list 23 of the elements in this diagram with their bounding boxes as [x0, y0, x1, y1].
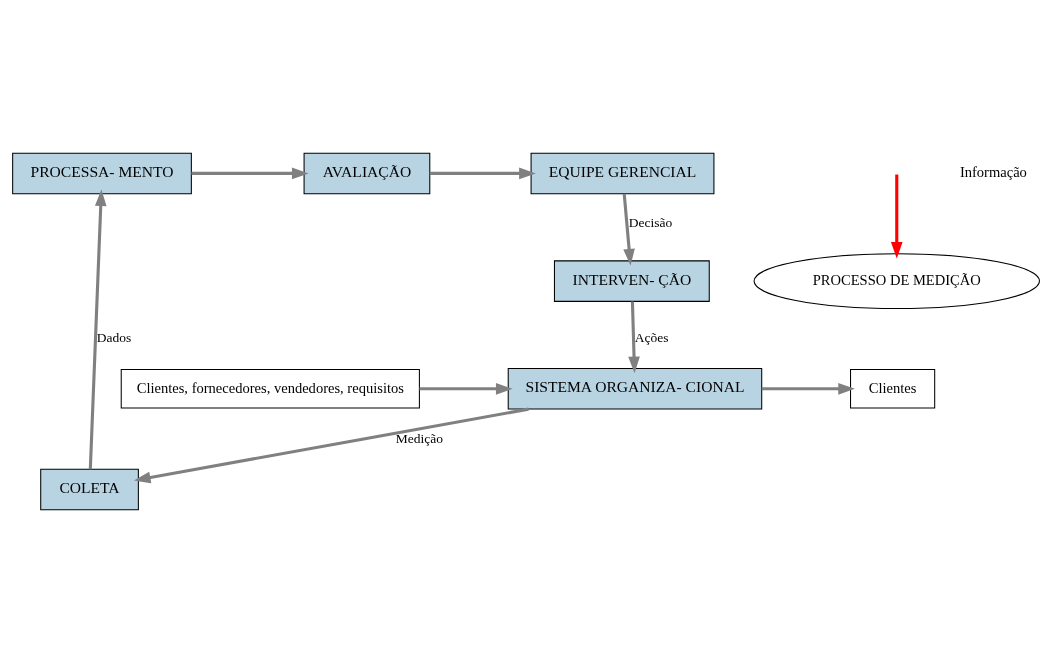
- arrow: [761, 382, 855, 395]
- arrow: [419, 382, 513, 395]
- node-box: COLETA: [40, 468, 139, 510]
- arrow: [890, 174, 903, 259]
- node-box: PROCESSA- MENTO: [12, 152, 192, 194]
- arrow: [429, 167, 536, 179]
- arrow: [88, 188, 107, 469]
- node-box: SISTEMA ORGANIZA- CIONAL: [507, 367, 763, 410]
- arrow: [622, 193, 635, 266]
- node-box: Clientes, fornecedores, vendedores, requisitos: [120, 368, 420, 409]
- node-box: AVALIAÇÃO: [303, 152, 431, 194]
- label: Informação: [959, 163, 1027, 180]
- node-box: INTERVEN- ÇÃO: [553, 259, 710, 302]
- arrow: [191, 167, 309, 179]
- arrow: [133, 407, 529, 483]
- edge-label: Decisão: [628, 214, 673, 230]
- node-ellipse: PROCESSO DE MEDIÇÃO: [753, 252, 1040, 309]
- edge-label: Ações: [634, 329, 669, 345]
- node-box: Clientes: [850, 368, 936, 409]
- node-box: EQUIPE GERENCIAL: [530, 152, 715, 194]
- edge-label: Medição: [395, 430, 444, 446]
- edge-label: Dados: [96, 329, 132, 345]
- arrow: [628, 300, 640, 373]
